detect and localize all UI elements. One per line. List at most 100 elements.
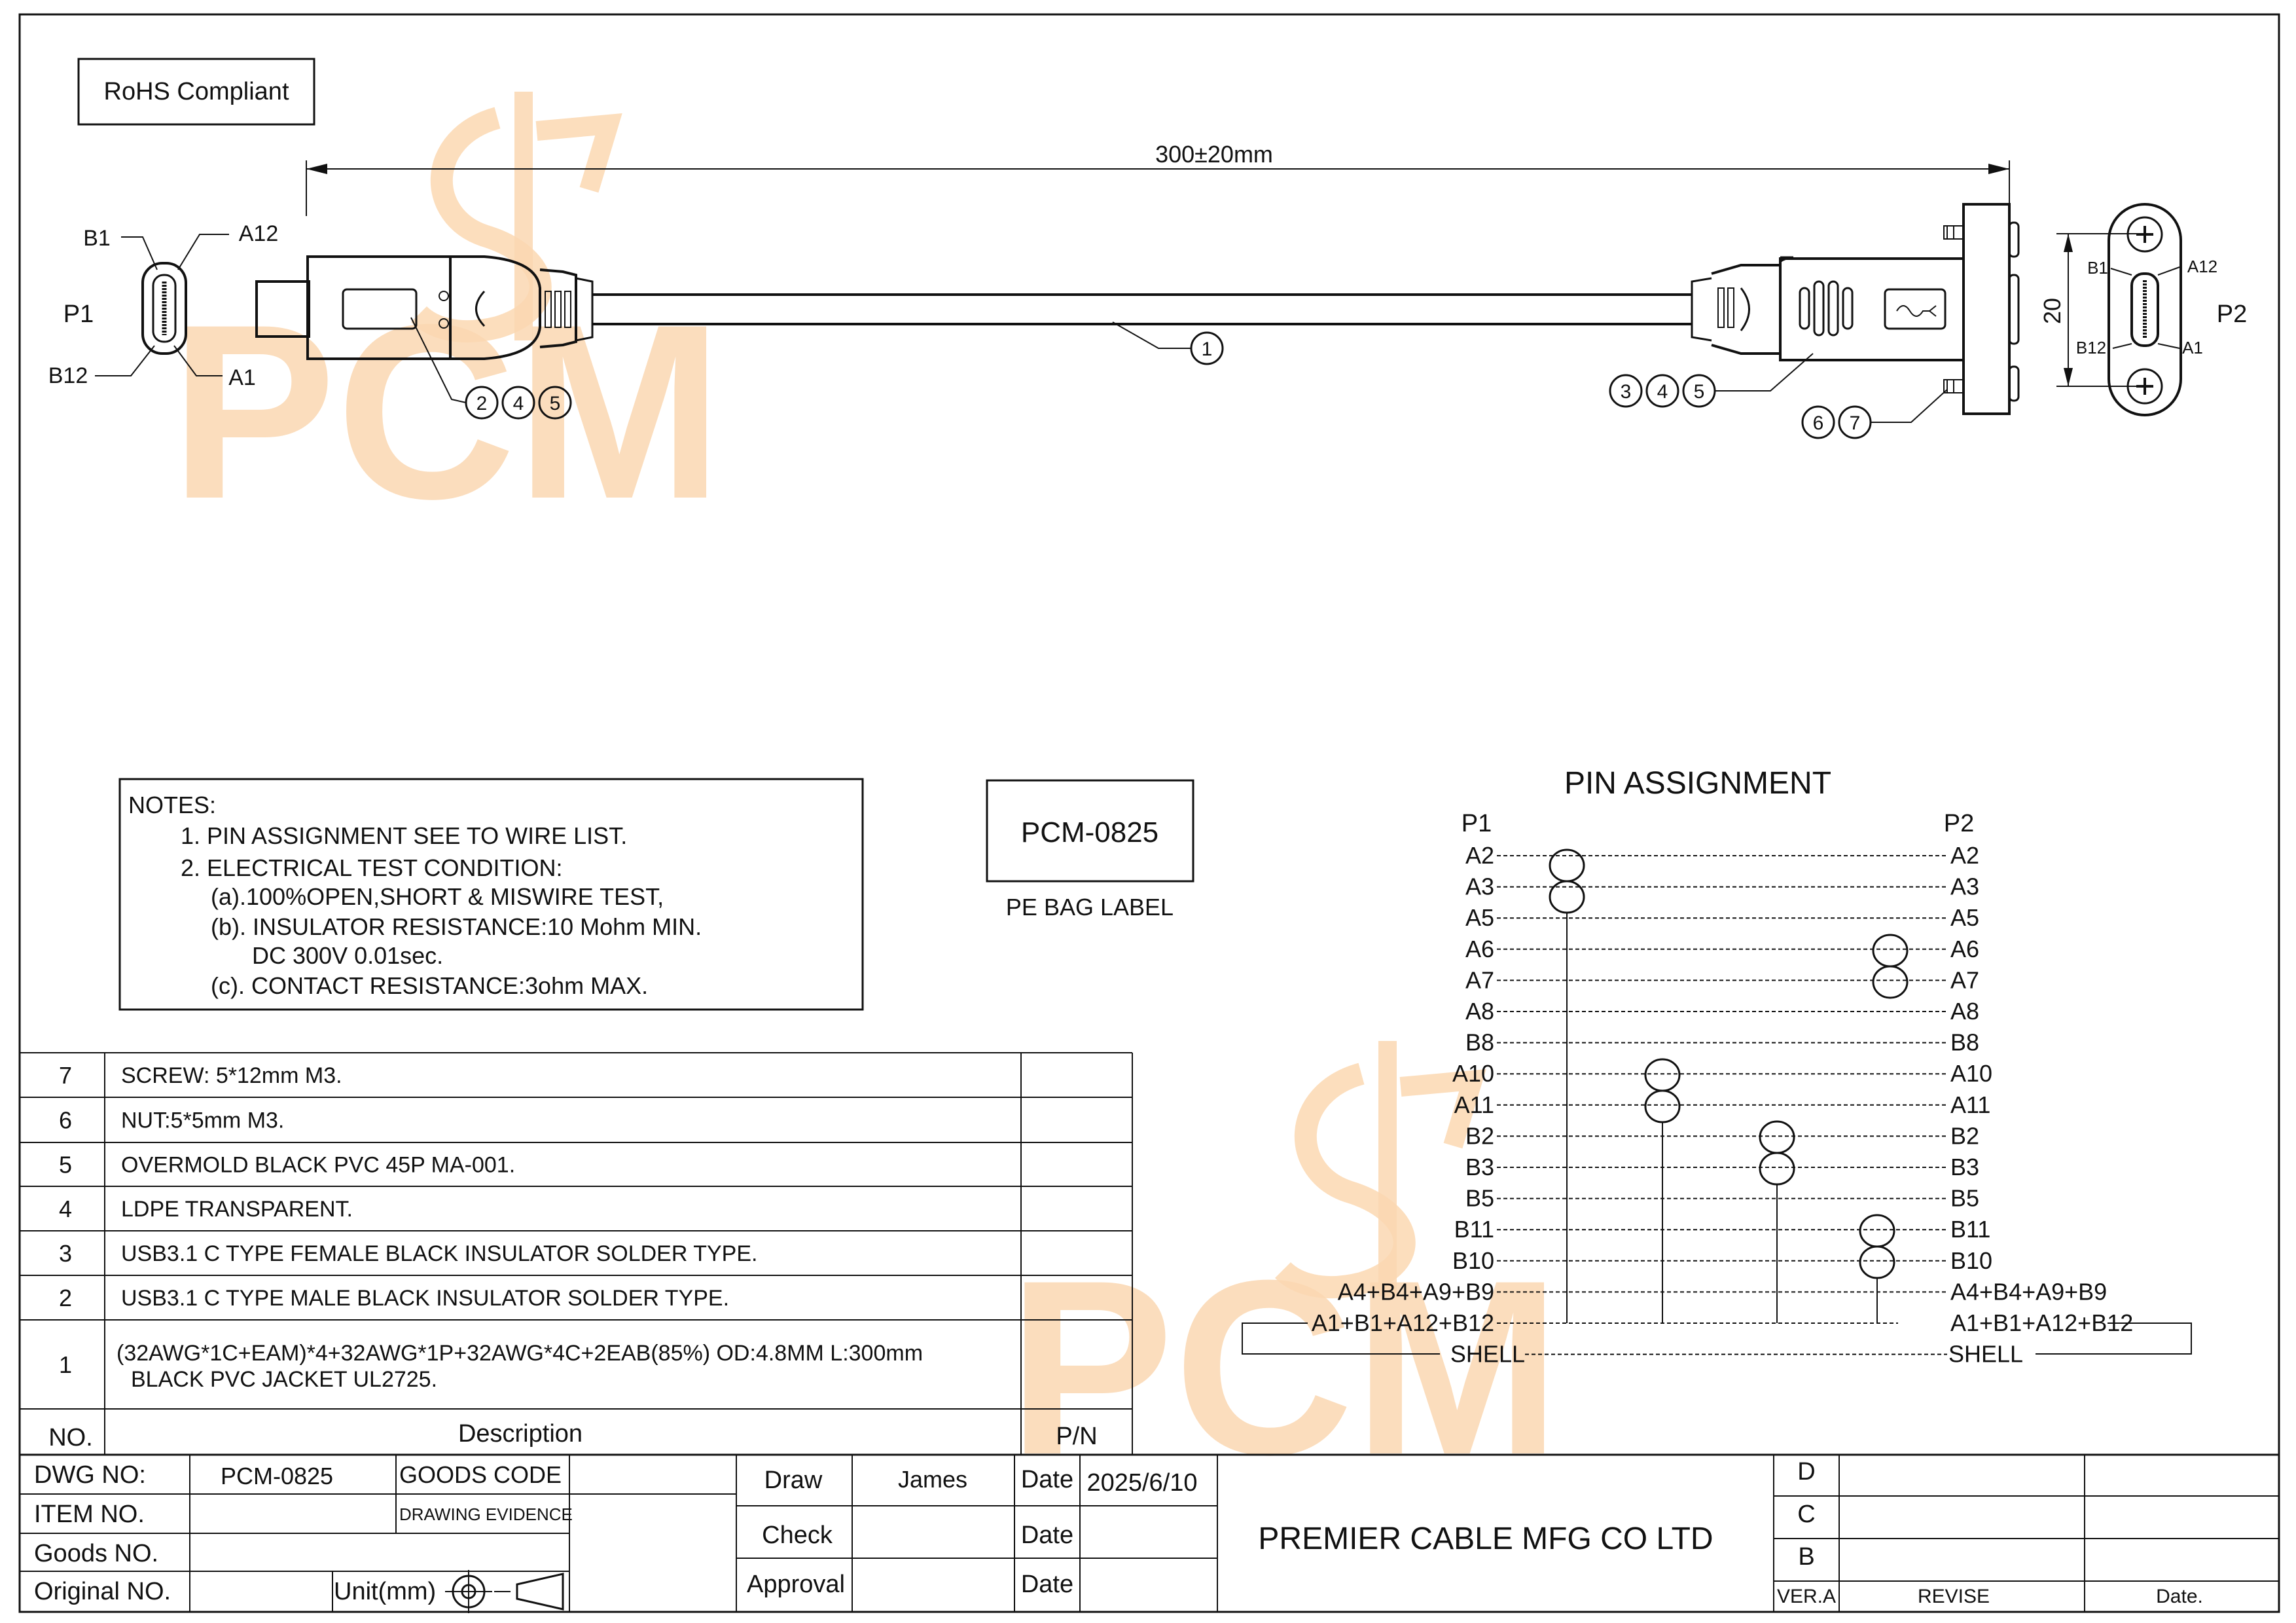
note-line-1: 2. ELECTRICAL TEST CONDITION:	[181, 854, 562, 881]
p1-pin-a1: A1	[228, 365, 256, 390]
draw-date-label: Date	[1021, 1466, 1073, 1493]
bom-row-desc: LDPE TRANSPARENT.	[121, 1197, 353, 1222]
bom-row-no: 7	[59, 1062, 72, 1089]
item-no-label: ITEM NO.	[34, 1501, 145, 1528]
draw-name: James	[898, 1466, 967, 1493]
pin-row-right: A6	[1950, 936, 1979, 962]
callout-1: 1	[1112, 321, 1224, 365]
dwg-no-label: DWG NO:	[34, 1461, 146, 1489]
notes-box: NOTES: 1. PIN ASSIGNMENT SEE TO WIRE LIS…	[118, 778, 864, 1011]
pin-row-right: A1+B1+A12+B12	[1950, 1309, 2133, 1336]
rev-b: B	[1798, 1543, 1814, 1571]
pin-row-right: A5	[1950, 904, 1979, 931]
pin-assignment-title: PIN ASSIGNMENT	[1564, 766, 1831, 801]
pin-row-right: B10	[1950, 1247, 1992, 1274]
twisted-pairs	[1549, 848, 1909, 1323]
pin-p2-header: P2	[1944, 810, 1974, 837]
drawing-evidence-label: DRAWING EVIDENCE	[399, 1504, 573, 1524]
check-label: Check	[762, 1522, 833, 1549]
pin-row-right: A4+B4+A9+B9	[1950, 1278, 2107, 1305]
goods-code-label: GOODS CODE	[399, 1461, 562, 1488]
p1-pin-b1: B1	[83, 226, 111, 251]
note-line-0: 1. PIN ASSIGNMENT SEE TO WIRE LIST.	[181, 822, 627, 849]
ver-label: VER.A	[1777, 1586, 1836, 1607]
callout-245: 2 4 5	[410, 317, 572, 420]
callout-345-num-1: 4	[1657, 381, 1668, 403]
pin-row-left: A3	[1465, 873, 1494, 900]
approval-date-label: Date	[1021, 1571, 1073, 1598]
pin-row-left: B2	[1465, 1122, 1494, 1149]
pin-row-right: B8	[1950, 1029, 1979, 1056]
p2-dim-text: 20	[2039, 298, 2066, 324]
bom-row-no: 2	[59, 1285, 72, 1311]
p2-face-view: 20 B1 A12 B12 A1 P2	[2039, 203, 2247, 416]
pin-p1-header: P1	[1462, 810, 1492, 837]
bom-header-pn: P/N	[1056, 1423, 1097, 1450]
watermark-bottom: PCM	[1008, 1041, 1560, 1506]
p1-pin-a12: A12	[239, 221, 279, 246]
p2-pin-b12: B12	[2076, 338, 2106, 357]
label-caption: PE BAG LABEL	[1006, 894, 1174, 921]
note-line-4: DC 300V 0.01sec.	[252, 942, 443, 969]
drawing-frame	[18, 13, 2280, 1613]
pin-row-left: B5	[1465, 1185, 1494, 1212]
male-plug-connector	[255, 255, 594, 360]
pin-row-right: SHELL	[1948, 1341, 2023, 1368]
bom-header-desc: Description	[458, 1420, 583, 1448]
length-dim-text: 300±20mm	[1155, 141, 1273, 168]
callout-1-num: 1	[1202, 338, 1213, 360]
bom-row-no: 4	[59, 1195, 72, 1222]
p1-pin-b12: B12	[48, 363, 88, 388]
p1-label: P1	[63, 301, 94, 328]
bom-row-desc: USB3.1 C TYPE MALE BLACK INSULATOR SOLDE…	[121, 1286, 729, 1311]
cable	[592, 293, 1692, 325]
p2-pin-a1: A1	[2182, 338, 2203, 357]
bom-row-desc: USB3.1 C TYPE FEMALE BLACK INSULATOR SOL…	[121, 1241, 757, 1266]
goods-no-label: Goods NO.	[34, 1540, 158, 1567]
bom-row-no: 5	[59, 1152, 72, 1178]
watermark-top: PCM	[170, 92, 723, 551]
pin-row-right: B3	[1950, 1154, 1979, 1180]
pin-row-right: B5	[1950, 1185, 1979, 1212]
callout-245-num-1: 4	[513, 393, 524, 414]
bom-header-no: NO.	[48, 1424, 93, 1451]
pin-row-left: B11	[1454, 1216, 1494, 1243]
pin-row-left: A1+B1+A12+B12	[1312, 1309, 1494, 1336]
rev-c: C	[1797, 1501, 1815, 1528]
watermark-text-top: PCM	[170, 272, 723, 551]
female-panel-connector	[1691, 203, 2020, 415]
pin-row-right: A2	[1950, 842, 1979, 869]
notes-header: NOTES:	[128, 792, 216, 818]
p1-face-view: P1 B1 A12 B12 A1	[48, 221, 279, 390]
check-date-label: Date	[1021, 1522, 1073, 1549]
p2-pin-b1: B1	[2087, 258, 2108, 278]
callout-345-num-0: 3	[1621, 381, 1632, 403]
company-name: PREMIER CABLE MFG CO LTD	[1258, 1522, 1713, 1556]
pin-row-left: A7	[1465, 966, 1494, 993]
rev-d: D	[1797, 1458, 1815, 1486]
length-dimension: 300±20mm	[306, 141, 2010, 216]
callout-345: 3 4 5	[1609, 353, 1814, 408]
pin-row-left: B3	[1465, 1154, 1494, 1180]
draw-date: 2025/6/10	[1086, 1469, 1197, 1497]
draw-label: Draw	[764, 1467, 823, 1494]
pin-row-right: A8	[1950, 998, 1979, 1025]
pin-row-left: A2	[1465, 842, 1494, 869]
callout-67: 6 7	[1801, 389, 1948, 439]
bom-row-desc-line: BLACK PVC JACKET UL2725.	[131, 1367, 437, 1392]
p2-pin-a12: A12	[2187, 257, 2217, 276]
pin-row-right: A7	[1950, 966, 1979, 993]
pe-bag-label: PCM-0825 PE BAG LABEL	[986, 779, 1194, 921]
bom-row-no: 3	[59, 1240, 72, 1267]
rohs-box	[77, 58, 315, 126]
pin-row-left: A6	[1465, 936, 1494, 962]
bom-row-no: 6	[59, 1107, 72, 1134]
date-column-label: Date.	[2156, 1586, 2203, 1607]
bom-row-desc: OVERMOLD BLACK PVC 45P MA-001.	[121, 1153, 515, 1178]
p2-label: P2	[2217, 301, 2247, 328]
pin-row-right: B11	[1950, 1216, 1990, 1243]
pin-row-right: A11	[1950, 1091, 1990, 1118]
